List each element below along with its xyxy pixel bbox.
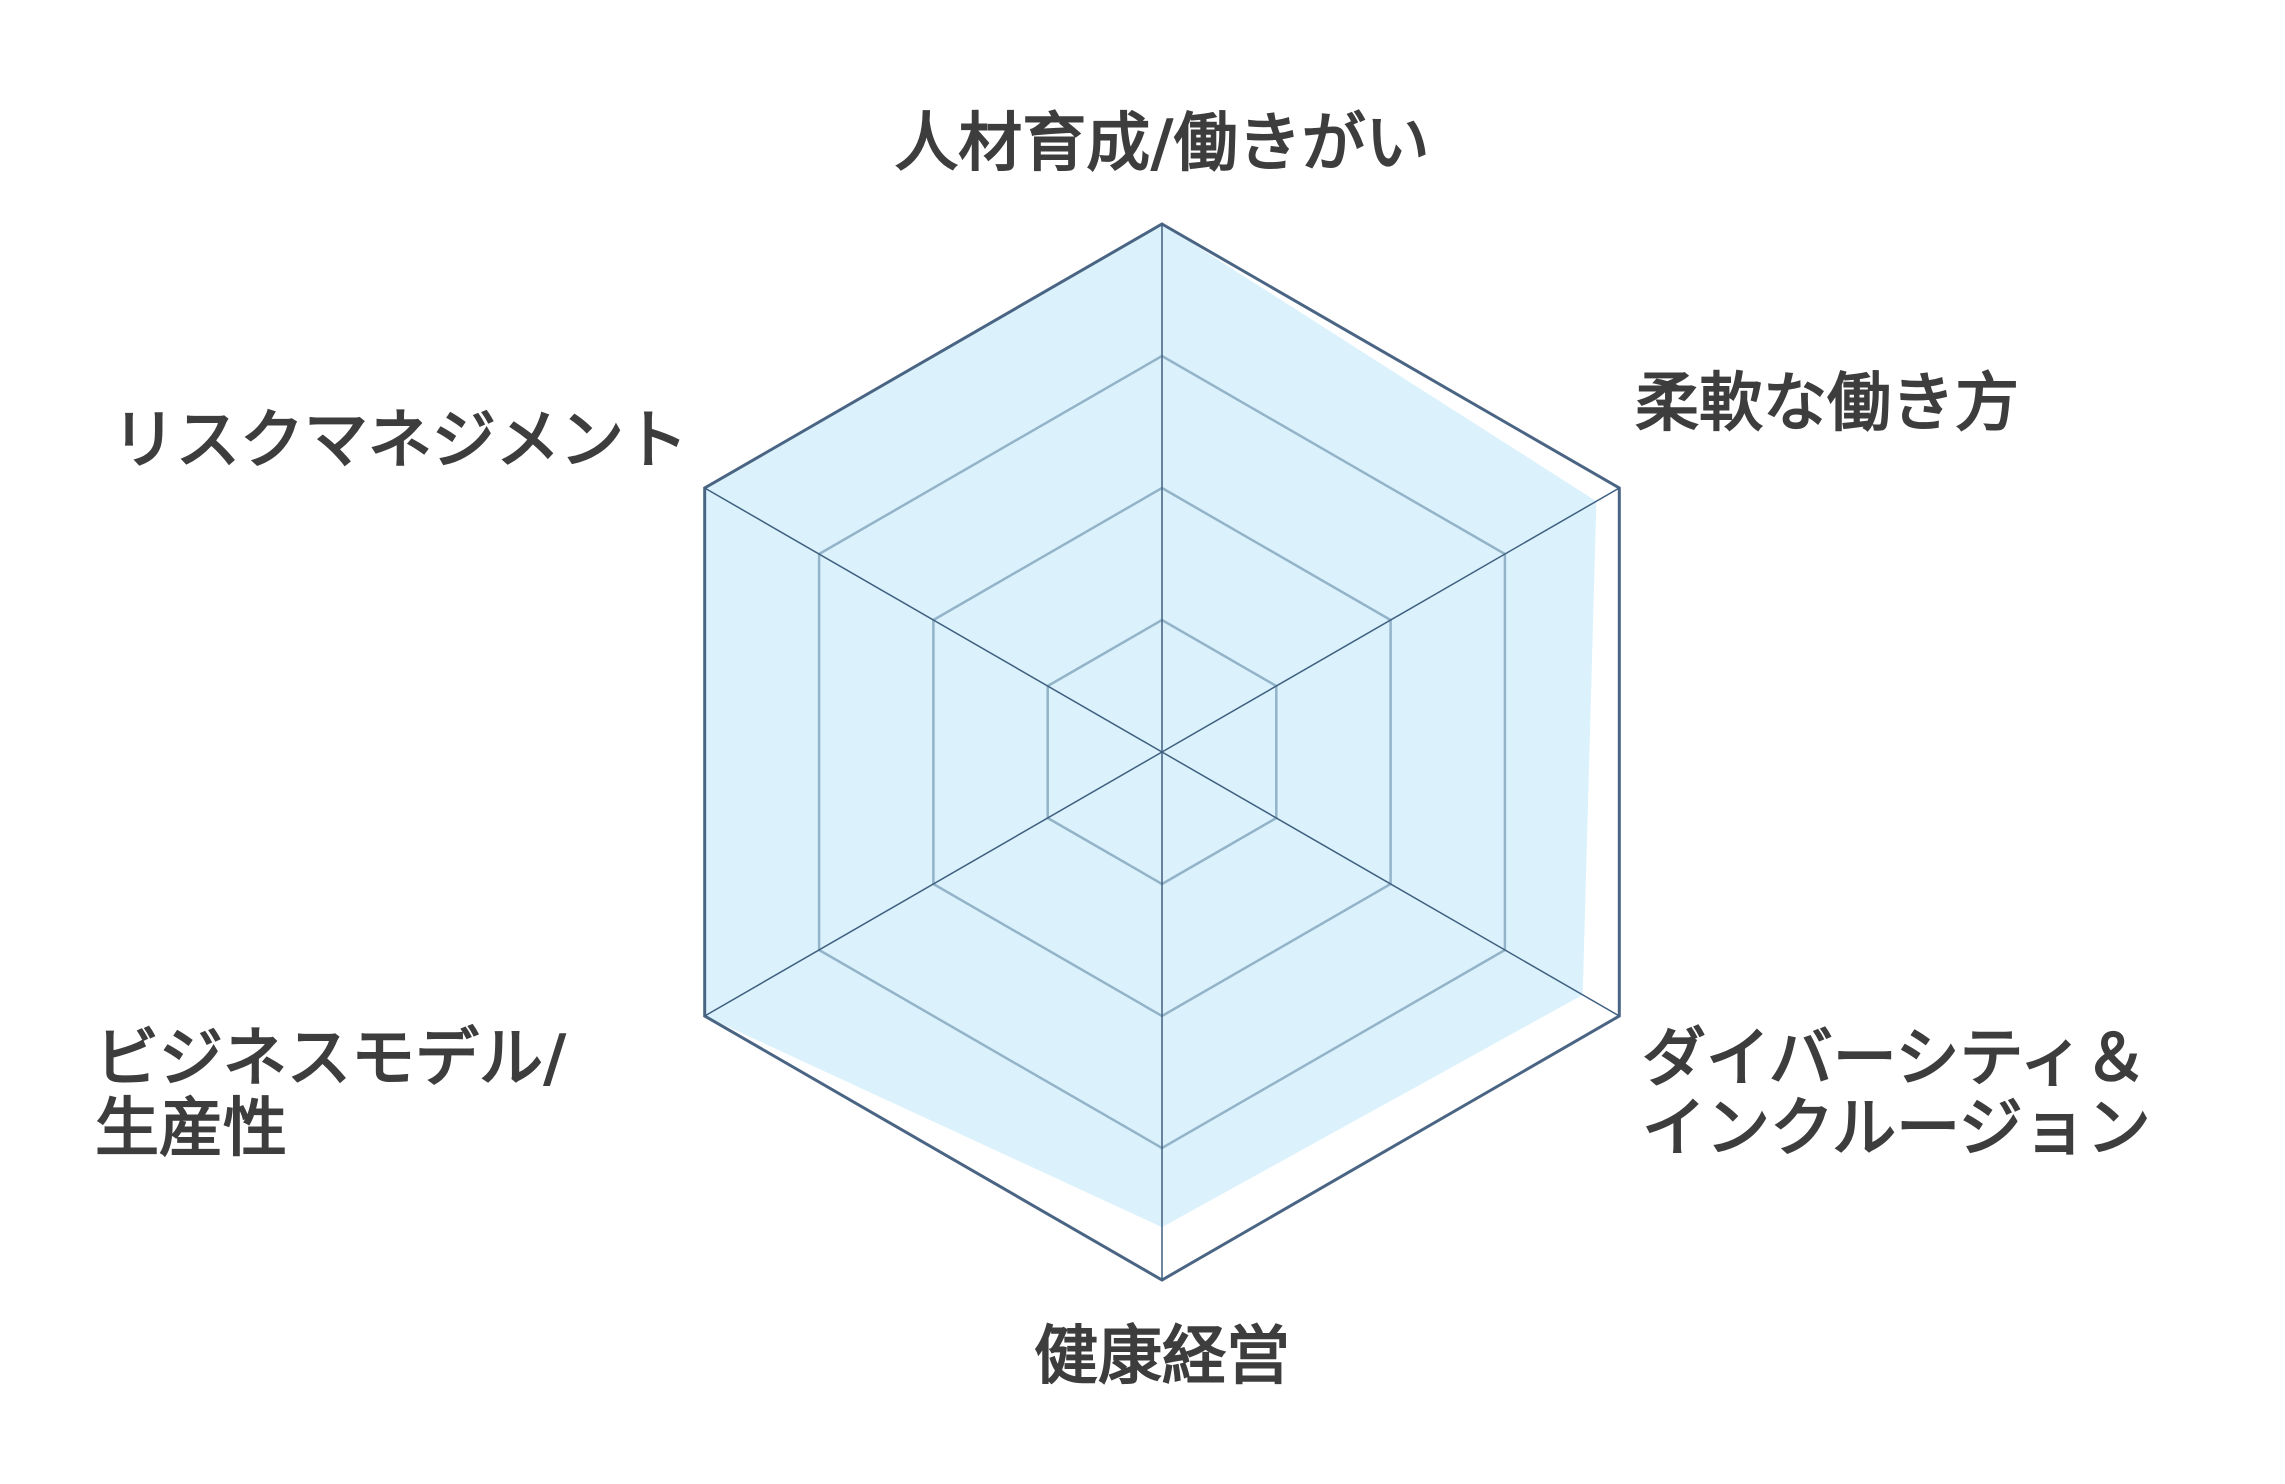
axis-label-3-line-0: 健康経営 (1034, 1320, 1290, 1394)
axis-label-4-line-1: 生産性 (95, 1092, 287, 1166)
spoke-layer (704, 224, 1620, 1280)
axis-label-0-line-0: 人材育成/働きがい (894, 107, 1429, 181)
axis-label-3: 健康経営 (1034, 1320, 1290, 1394)
spoke-2 (1161, 751, 1620, 1017)
axis-label-5: リスクマネジメント (112, 404, 688, 478)
axis-label-2: ダイバーシティ＆インクルージョン (1642, 1022, 2151, 1166)
axis-label-0: 人材育成/働きがい (894, 107, 1429, 181)
axis-label-2-line-1: インクルージョン (1642, 1092, 2151, 1166)
axis-label-1: 柔軟な働き方 (1635, 367, 2019, 441)
spoke-5 (704, 487, 1163, 753)
axis-label-1-line-0: 柔軟な働き方 (1635, 367, 2019, 441)
axis-label-2-line-0: ダイバーシティ＆ (1642, 1022, 2148, 1096)
data-polygon (704, 224, 1597, 1228)
axis-label-4: ビジネスモデル/生産性 (95, 1022, 567, 1166)
axis-label-5-line-0: リスクマネジメント (112, 404, 688, 478)
spoke-4 (704, 751, 1163, 1017)
data-fill-layer (704, 224, 1597, 1228)
axis-label-4-line-0: ビジネスモデル/ (95, 1022, 567, 1096)
spoke-1 (1161, 487, 1620, 753)
